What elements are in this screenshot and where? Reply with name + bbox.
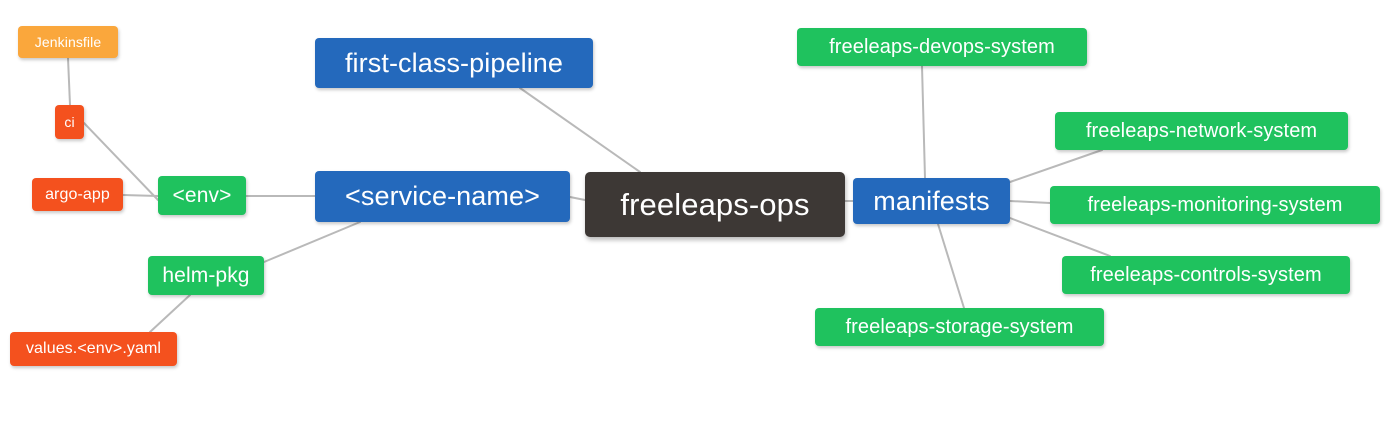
mindmap-node-freeleaps-storage-system[interactable]: freeleaps-storage-system (815, 308, 1104, 346)
edge-manifests-network (1009, 149, 1103, 183)
edge-jenkinsfile-ci (67, 57, 71, 106)
edge-firstclass-ops (519, 87, 641, 173)
mindmap-node-service-name[interactable]: <service-name> (315, 171, 570, 222)
mindmap-node-first-class-pipeline[interactable]: first-class-pipeline (315, 38, 593, 88)
mindmap-node-ci[interactable]: ci (55, 105, 84, 139)
edge-manifests-monitoring (1009, 200, 1051, 204)
mindmap-node-freeleaps-ops[interactable]: freeleaps-ops (585, 172, 845, 237)
mindmap-node-freeleaps-network-system[interactable]: freeleaps-network-system (1055, 112, 1348, 150)
mindmap-node-values-yaml[interactable]: values.<env>.yaml (10, 332, 177, 366)
mindmap-node-freeleaps-devops-system[interactable]: freeleaps-devops-system (797, 28, 1087, 66)
mindmap-node-argo-app[interactable]: argo-app (32, 178, 123, 211)
mindmap-node-manifests[interactable]: manifests (853, 178, 1010, 224)
mindmap-node-env[interactable]: <env> (158, 176, 246, 215)
edge-helmpkg-servicename (263, 221, 361, 263)
edge-manifests-storage (937, 223, 965, 309)
mindmap-node-freeleaps-controls-system[interactable]: freeleaps-controls-system (1062, 256, 1350, 294)
edge-valuesyaml-helmpkg (149, 294, 191, 333)
mindmap-node-freeleaps-monitoring-system[interactable]: freeleaps-monitoring-system (1050, 186, 1380, 224)
edge-servicename-ops (569, 196, 586, 201)
edge-manifests-devops (921, 65, 926, 179)
edge-argoapp-env (122, 194, 159, 197)
mindmap-node-helm-pkg[interactable]: helm-pkg (148, 256, 264, 295)
mindmap-node-jenkinsfile[interactable]: Jenkinsfile (18, 26, 118, 58)
